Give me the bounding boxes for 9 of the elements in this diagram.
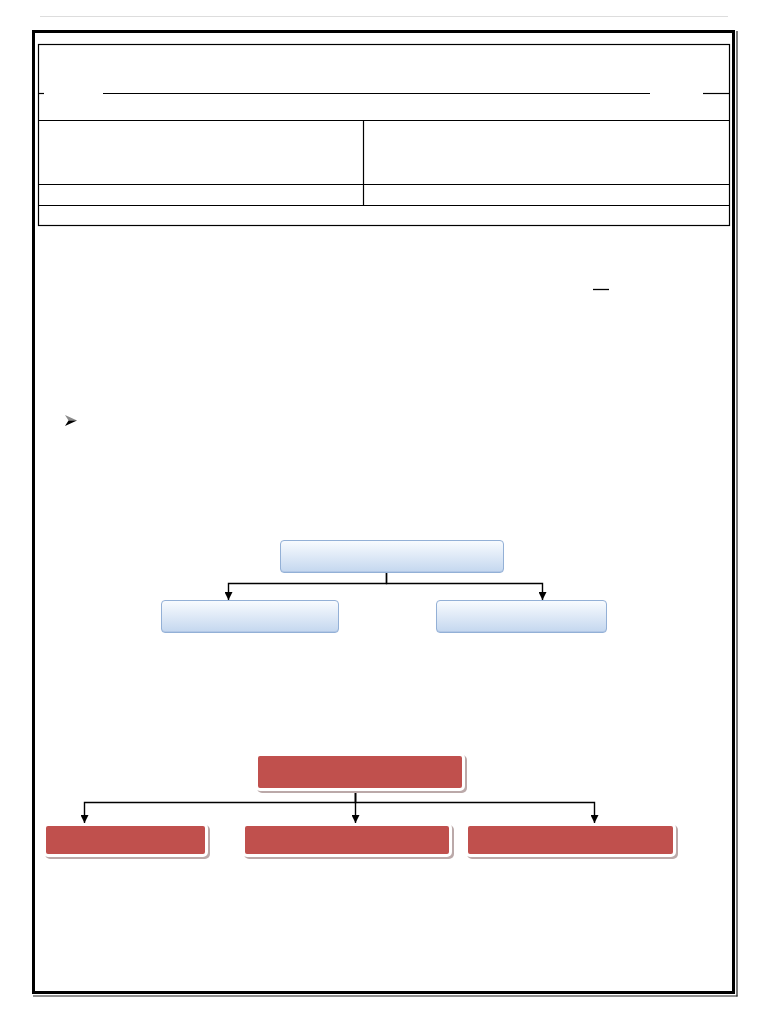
chart-box <box>280 540 504 573</box>
chart-box <box>255 753 467 793</box>
chart-box <box>436 600 607 633</box>
chart-box <box>465 823 678 859</box>
chart-box <box>43 823 210 859</box>
arrow <box>354 792 599 824</box>
chart-box <box>242 823 454 859</box>
chart-box <box>161 600 339 633</box>
arrow <box>385 572 547 601</box>
